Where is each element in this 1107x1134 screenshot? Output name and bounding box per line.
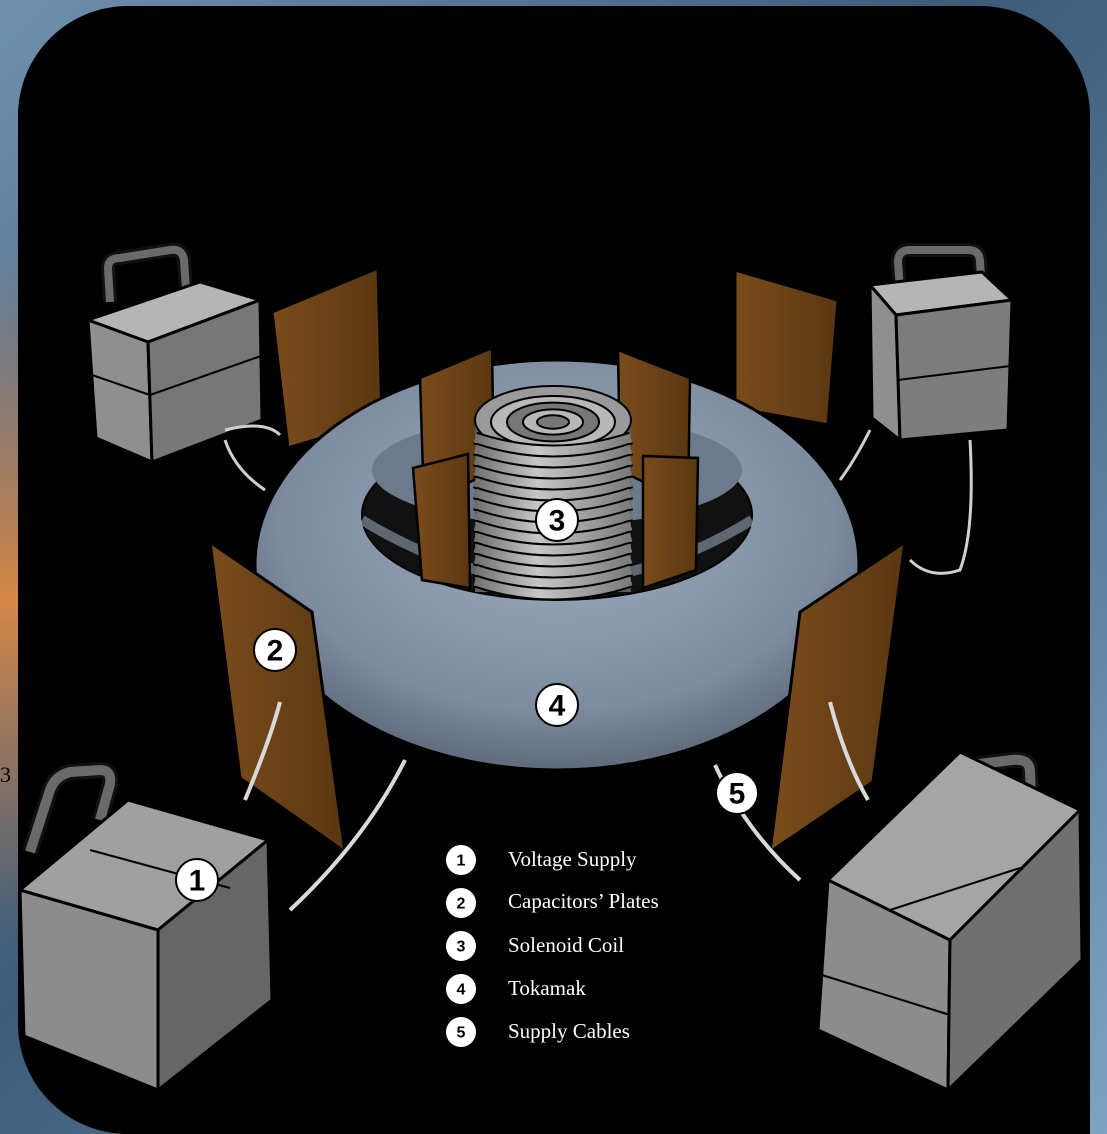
- voltage-supply-box-front-left: [18, 761, 274, 1094]
- legend: 1 Voltage Supply 2 Capacitors’ Plates 3 …: [446, 845, 659, 1047]
- side-text-fragment: 3: [0, 762, 11, 787]
- legend-number: 2: [457, 896, 466, 913]
- capacitor-plate-back-right: [733, 268, 840, 427]
- voltage-supply-box-back-right: [867, 243, 1016, 444]
- marker-2-label: 2: [267, 635, 284, 668]
- voltage-supply-box-front-right: [816, 750, 1084, 1094]
- legend-number: 1: [457, 853, 466, 870]
- legend-number: 4: [457, 982, 466, 999]
- tokamak-diagram: 1 2 3 4 5 1 Voltage Supply 2 Capacitors’…: [18, 242, 1084, 1094]
- legend-label: Voltage Supply: [508, 847, 637, 871]
- legend-number: 3: [457, 939, 466, 956]
- legend-label: Capacitors’ Plates: [508, 889, 659, 913]
- marker-5-label: 5: [729, 778, 746, 811]
- marker-1: 1: [175, 858, 219, 902]
- marker-4: 4: [535, 683, 579, 727]
- marker-5: 5: [715, 771, 759, 815]
- legend-item: 1 Voltage Supply: [446, 845, 637, 875]
- marker-3: 3: [535, 498, 579, 542]
- legend-item: 2 Capacitors’ Plates: [446, 888, 659, 918]
- legend-number: 5: [457, 1025, 466, 1042]
- legend-label: Supply Cables: [508, 1019, 630, 1043]
- marker-3-label: 3: [549, 505, 566, 538]
- legend-item: 3 Solenoid Coil: [446, 931, 624, 961]
- voltage-supply-box-back-left: [83, 242, 265, 465]
- marker-4-label: 4: [549, 690, 566, 723]
- legend-item: 5 Supply Cables: [446, 1017, 630, 1047]
- solenoid-coil: [472, 385, 634, 601]
- legend-label: Solenoid Coil: [508, 933, 624, 957]
- legend-label: Tokamak: [508, 976, 586, 1000]
- legend-item: 4 Tokamak: [446, 974, 586, 1004]
- marker-1-label: 1: [189, 865, 206, 898]
- diagram-panel: 1 2 3 4 5 1 Voltage Supply 2 Capacitors’…: [18, 6, 1090, 1134]
- capacitor-plates-inner-front: [411, 452, 700, 590]
- marker-2: 2: [253, 628, 297, 672]
- supply-cables-back: [223, 424, 973, 575]
- capacitor-plate-front-right: [768, 538, 907, 856]
